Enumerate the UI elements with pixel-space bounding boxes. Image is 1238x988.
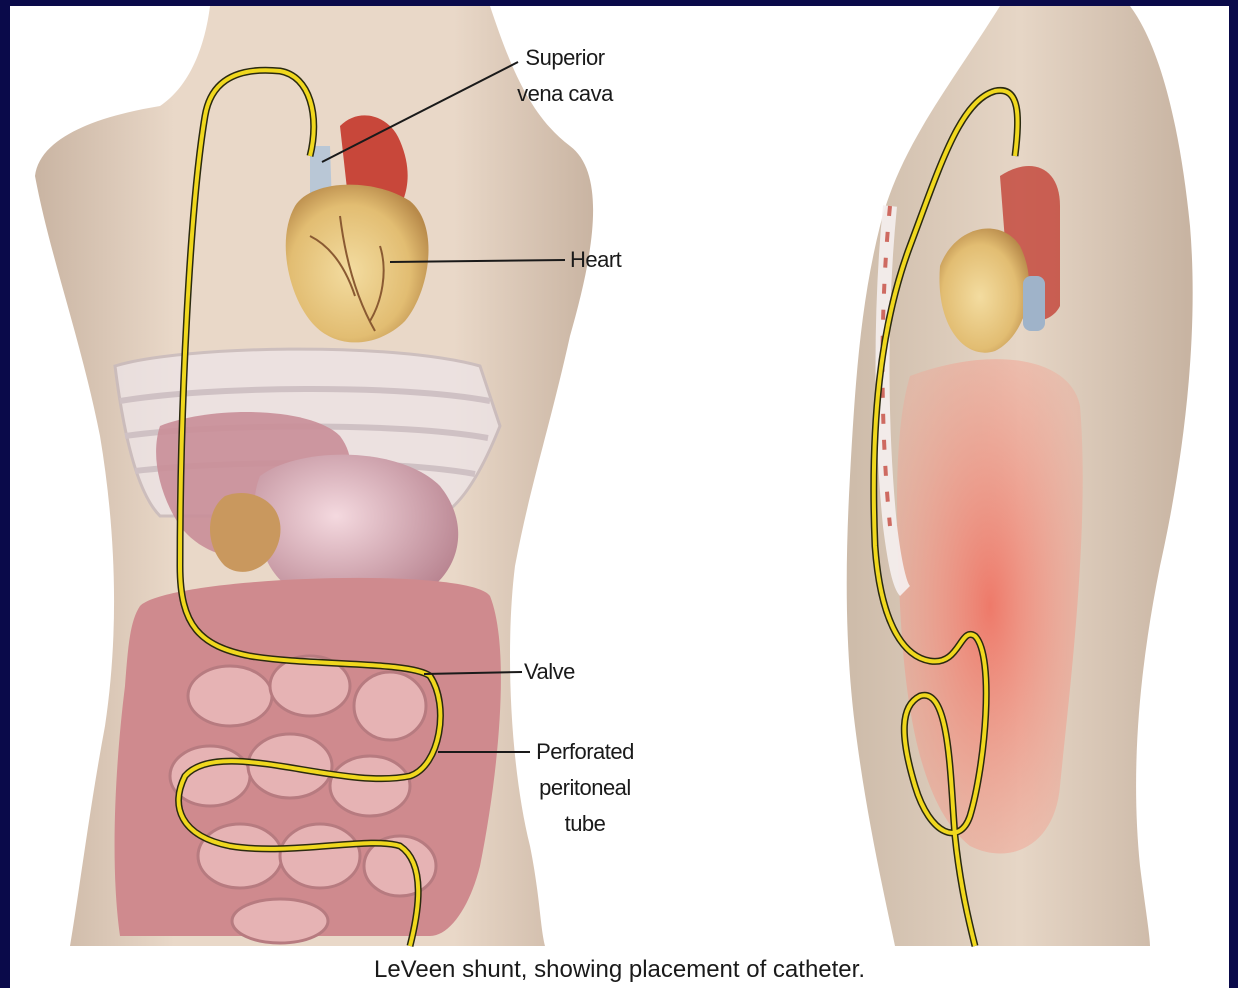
label-svc-line2: vena cava bbox=[510, 76, 620, 112]
label-perforated-peritoneal-tube: Perforated peritoneal tube bbox=[525, 734, 645, 842]
label-svc-line1: Superior bbox=[510, 40, 620, 76]
label-tube-line1: Perforated bbox=[525, 734, 645, 770]
label-superior-vena-cava: Superior vena cava bbox=[510, 40, 620, 112]
illustration-panel: Superior vena cava Heart Valve Perforate… bbox=[10, 6, 1229, 988]
side-torso bbox=[847, 6, 1193, 946]
label-tube-line2: peritoneal bbox=[525, 770, 645, 806]
figure-caption: LeVeen shunt, showing placement of cathe… bbox=[10, 956, 1229, 984]
label-heart: Heart bbox=[570, 242, 640, 278]
label-tube-line3: tube bbox=[525, 806, 645, 842]
label-valve: Valve bbox=[524, 654, 594, 690]
